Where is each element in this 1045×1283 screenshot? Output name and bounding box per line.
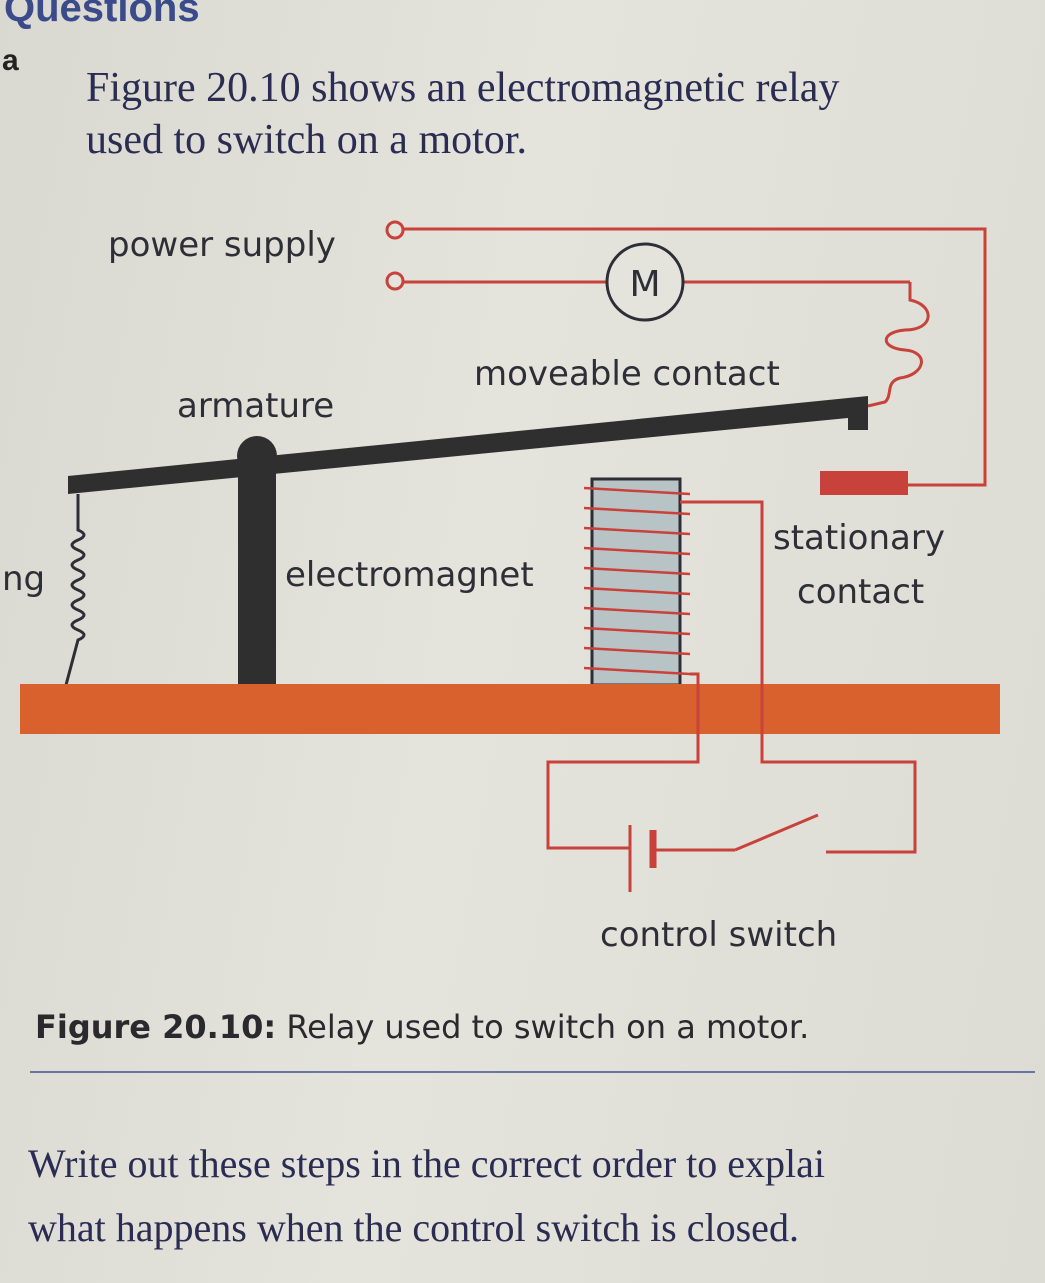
caption-text: Relay used to switch on a motor.	[276, 1008, 810, 1046]
motor-label: M	[629, 264, 660, 305]
supply-wire-top	[403, 227, 987, 487]
stationary-contact	[820, 471, 908, 495]
label-moveable-contact: moveable contact	[474, 354, 780, 394]
instruction-line-2: what happens when the control switch is …	[28, 1205, 799, 1250]
base-plate	[20, 684, 1000, 734]
terminal-top	[385, 220, 405, 240]
flex-wire	[867, 282, 930, 408]
question-letter: a	[2, 44, 19, 77]
coil-windings	[583, 486, 691, 676]
label-power-supply: power supply	[108, 225, 336, 265]
control-wire-left	[546, 672, 700, 850]
caption-divider	[30, 1071, 1035, 1073]
label-contact: contact	[797, 572, 924, 612]
motor-icon: M	[605, 242, 685, 322]
label-spring-partial: ng	[2, 559, 45, 599]
figure-caption: Figure 20.10: Relay used to switch on a …	[35, 1008, 809, 1046]
label-armature: armature	[177, 386, 334, 426]
section-heading: Questions	[4, 0, 200, 30]
relay-diagram: M power supply moveable contact armature…	[2, 220, 1000, 955]
intro-line-1: Figure 20.10 shows an electromagnetic re…	[86, 65, 840, 111]
label-electromagnet: electromagnet	[285, 555, 534, 595]
label-stationary: stationary	[773, 518, 945, 558]
spring-icon	[64, 494, 86, 686]
caption-label: Figure 20.10:	[35, 1008, 277, 1046]
control-switch-lever[interactable]	[734, 813, 819, 852]
control-wire-right	[680, 500, 917, 854]
pivot-post	[238, 455, 276, 685]
label-control-switch: control switch	[600, 915, 837, 955]
terminal-bottom	[385, 271, 405, 291]
intro-line-2: used to switch on a motor.	[86, 117, 527, 163]
instruction-line-1: Write out these steps in the correct ord…	[28, 1141, 825, 1186]
pivot-top	[237, 436, 277, 476]
